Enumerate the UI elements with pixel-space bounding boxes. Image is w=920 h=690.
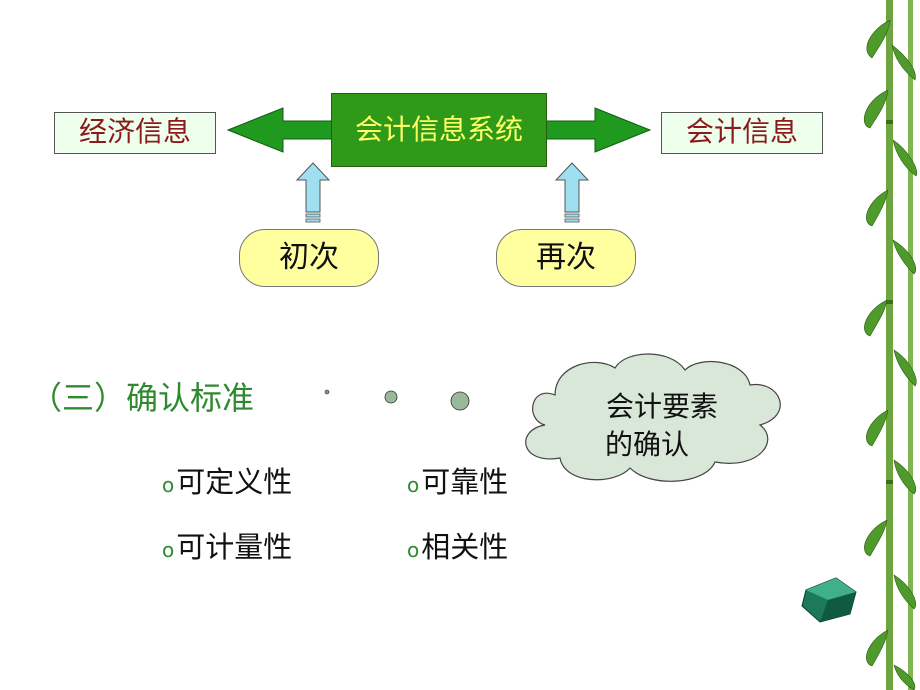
criterion-label: 可靠性 xyxy=(421,465,509,499)
criterion-label: 相关性 xyxy=(421,530,509,564)
subsequent-recognition-pill: 再次 xyxy=(496,229,636,287)
section-heading: （三）确认标准 xyxy=(30,379,255,417)
cloud-shape xyxy=(525,353,781,482)
criterion-item: o可靠性 xyxy=(407,463,607,504)
criterion-item: o可计量性 xyxy=(162,528,362,569)
cloud-line-1: 会计要素 xyxy=(605,390,718,423)
next-slide-button[interactable] xyxy=(801,577,857,623)
cloud-line-2: 的确认 xyxy=(604,428,689,461)
thought-dot-medium xyxy=(384,390,398,404)
accounting-info-box: 会计信息 xyxy=(661,112,823,154)
thought-dot-small xyxy=(324,389,330,395)
bullet-icon: o xyxy=(162,538,175,562)
bullet-icon: o xyxy=(407,473,420,497)
accounting-system-box: 会计信息系统 xyxy=(331,93,547,167)
up-arrow-left-icon xyxy=(295,162,331,223)
criterion-label: 可计量性 xyxy=(176,530,293,564)
economic-info-box: 经济信息 xyxy=(54,112,216,154)
criterion-item: o相关性 xyxy=(407,528,607,569)
thought-dot-large xyxy=(450,391,470,411)
bullet-icon: o xyxy=(407,538,420,562)
up-arrow-right-icon xyxy=(554,162,590,223)
bullet-icon: o xyxy=(162,473,175,497)
bamboo-decoration xyxy=(864,0,918,690)
criterion-label: 可定义性 xyxy=(176,465,293,499)
initial-recognition-pill: 初次 xyxy=(239,229,379,287)
criterion-item: o可定义性 xyxy=(162,463,362,504)
